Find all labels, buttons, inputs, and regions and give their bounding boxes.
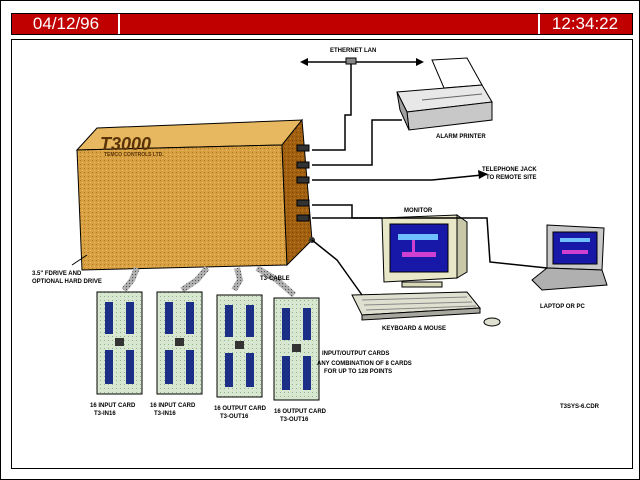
laptop: LAPTOP OR PC (531, 224, 608, 310)
card-input-2: 16 INPUT CARD T3-IN16 (150, 291, 203, 417)
monitor-cable (312, 204, 382, 219)
card-input-1: 16 INPUT CARD T3-IN16 (90, 291, 143, 417)
card-output-1: 16 OUTPUT CARD T3-OUT16 (214, 294, 267, 420)
monitor-label: MONITOR (404, 208, 433, 214)
card1-label-1: 16 INPUT CARD (90, 403, 136, 409)
card2-label-1: 16 INPUT CARD (150, 403, 196, 409)
keyboard-cable (311, 239, 363, 296)
telephone-label-1: TELEPHONE JACK (482, 167, 537, 173)
date-display: 04/12/96 (14, 14, 120, 34)
alarm-printer-label: ALARM PRINTER (436, 134, 486, 140)
title-bar: 04/12/96 12:34:22 (11, 13, 633, 35)
keyboard-label: KEYBOARD & MOUSE (382, 326, 446, 332)
system-diagram: ETHERNET LAN ALARM PRINTER TELEPHONE JAC… (32, 48, 608, 423)
card-cables: T3-CABLE (121, 265, 296, 298)
port-ethernet (296, 144, 310, 152)
card4-label-1: 16 OUTPUT CARD (274, 409, 327, 415)
file-label: T3SYS-6.CDR (560, 404, 600, 410)
io-label-3: FOR UP TO 128 POINTS (324, 369, 392, 375)
unit-brand: T3000 (100, 134, 151, 154)
io-label-2: ANY COMBINATION OF 8 CARDS (317, 361, 412, 367)
card1-label-2: T3-IN16 (94, 411, 116, 417)
io-description: INPUT/OUTPUT CARDS ANY COMBINATION OF 8 … (317, 351, 412, 375)
ethernet-lan: ETHERNET LAN (300, 48, 424, 151)
card3-label-2: T3-OUT16 (220, 414, 249, 420)
cable-label: T3-CABLE (260, 276, 290, 282)
port-phone (296, 176, 310, 184)
telephone-link: TELEPHONE JACK TO REMOTE SITE (312, 167, 537, 181)
drive-label-1: 3.5" FDRIVE AND (32, 271, 82, 277)
keyboard-mouse: KEYBOARD & MOUSE (351, 291, 501, 332)
clock-display: 12:34:22 (538, 14, 630, 34)
io-label-1: INPUT/OUTPUT CARDS (322, 351, 389, 357)
unit-subtitle: TEMCO CONTROLS LTD. (104, 152, 164, 158)
card3-label-1: 16 OUTPUT CARD (214, 406, 267, 412)
port-printer (296, 161, 310, 169)
laptop-label: LAPTOP OR PC (540, 304, 585, 310)
port-pc (296, 214, 310, 222)
t3000-unit: T3000 TEMCO CONTROLS LTD. (75, 118, 315, 271)
card4-label-2: T3-OUT16 (280, 417, 309, 423)
card-output-2: 16 OUTPUT CARD T3-OUT16 (273, 297, 327, 423)
card2-label-2: T3-IN16 (154, 411, 176, 417)
telephone-label-2: TO REMOTE SITE (486, 175, 537, 181)
laptop-cable (312, 217, 548, 269)
printer-cable (312, 119, 402, 166)
diagram-panel: ETHERNET LAN ALARM PRINTER TELEPHONE JAC… (11, 39, 633, 469)
drive-note: 3.5" FDRIVE AND OPTIONAL HARD DRIVE (32, 254, 102, 285)
drive-label-2: OPTIONAL HARD DRIVE (32, 279, 102, 285)
alarm-printer: ALARM PRINTER (396, 57, 493, 140)
monitor: MONITOR (381, 208, 468, 288)
ethernet-label: ETHERNET LAN (330, 48, 376, 54)
port-monitor (296, 199, 310, 207)
